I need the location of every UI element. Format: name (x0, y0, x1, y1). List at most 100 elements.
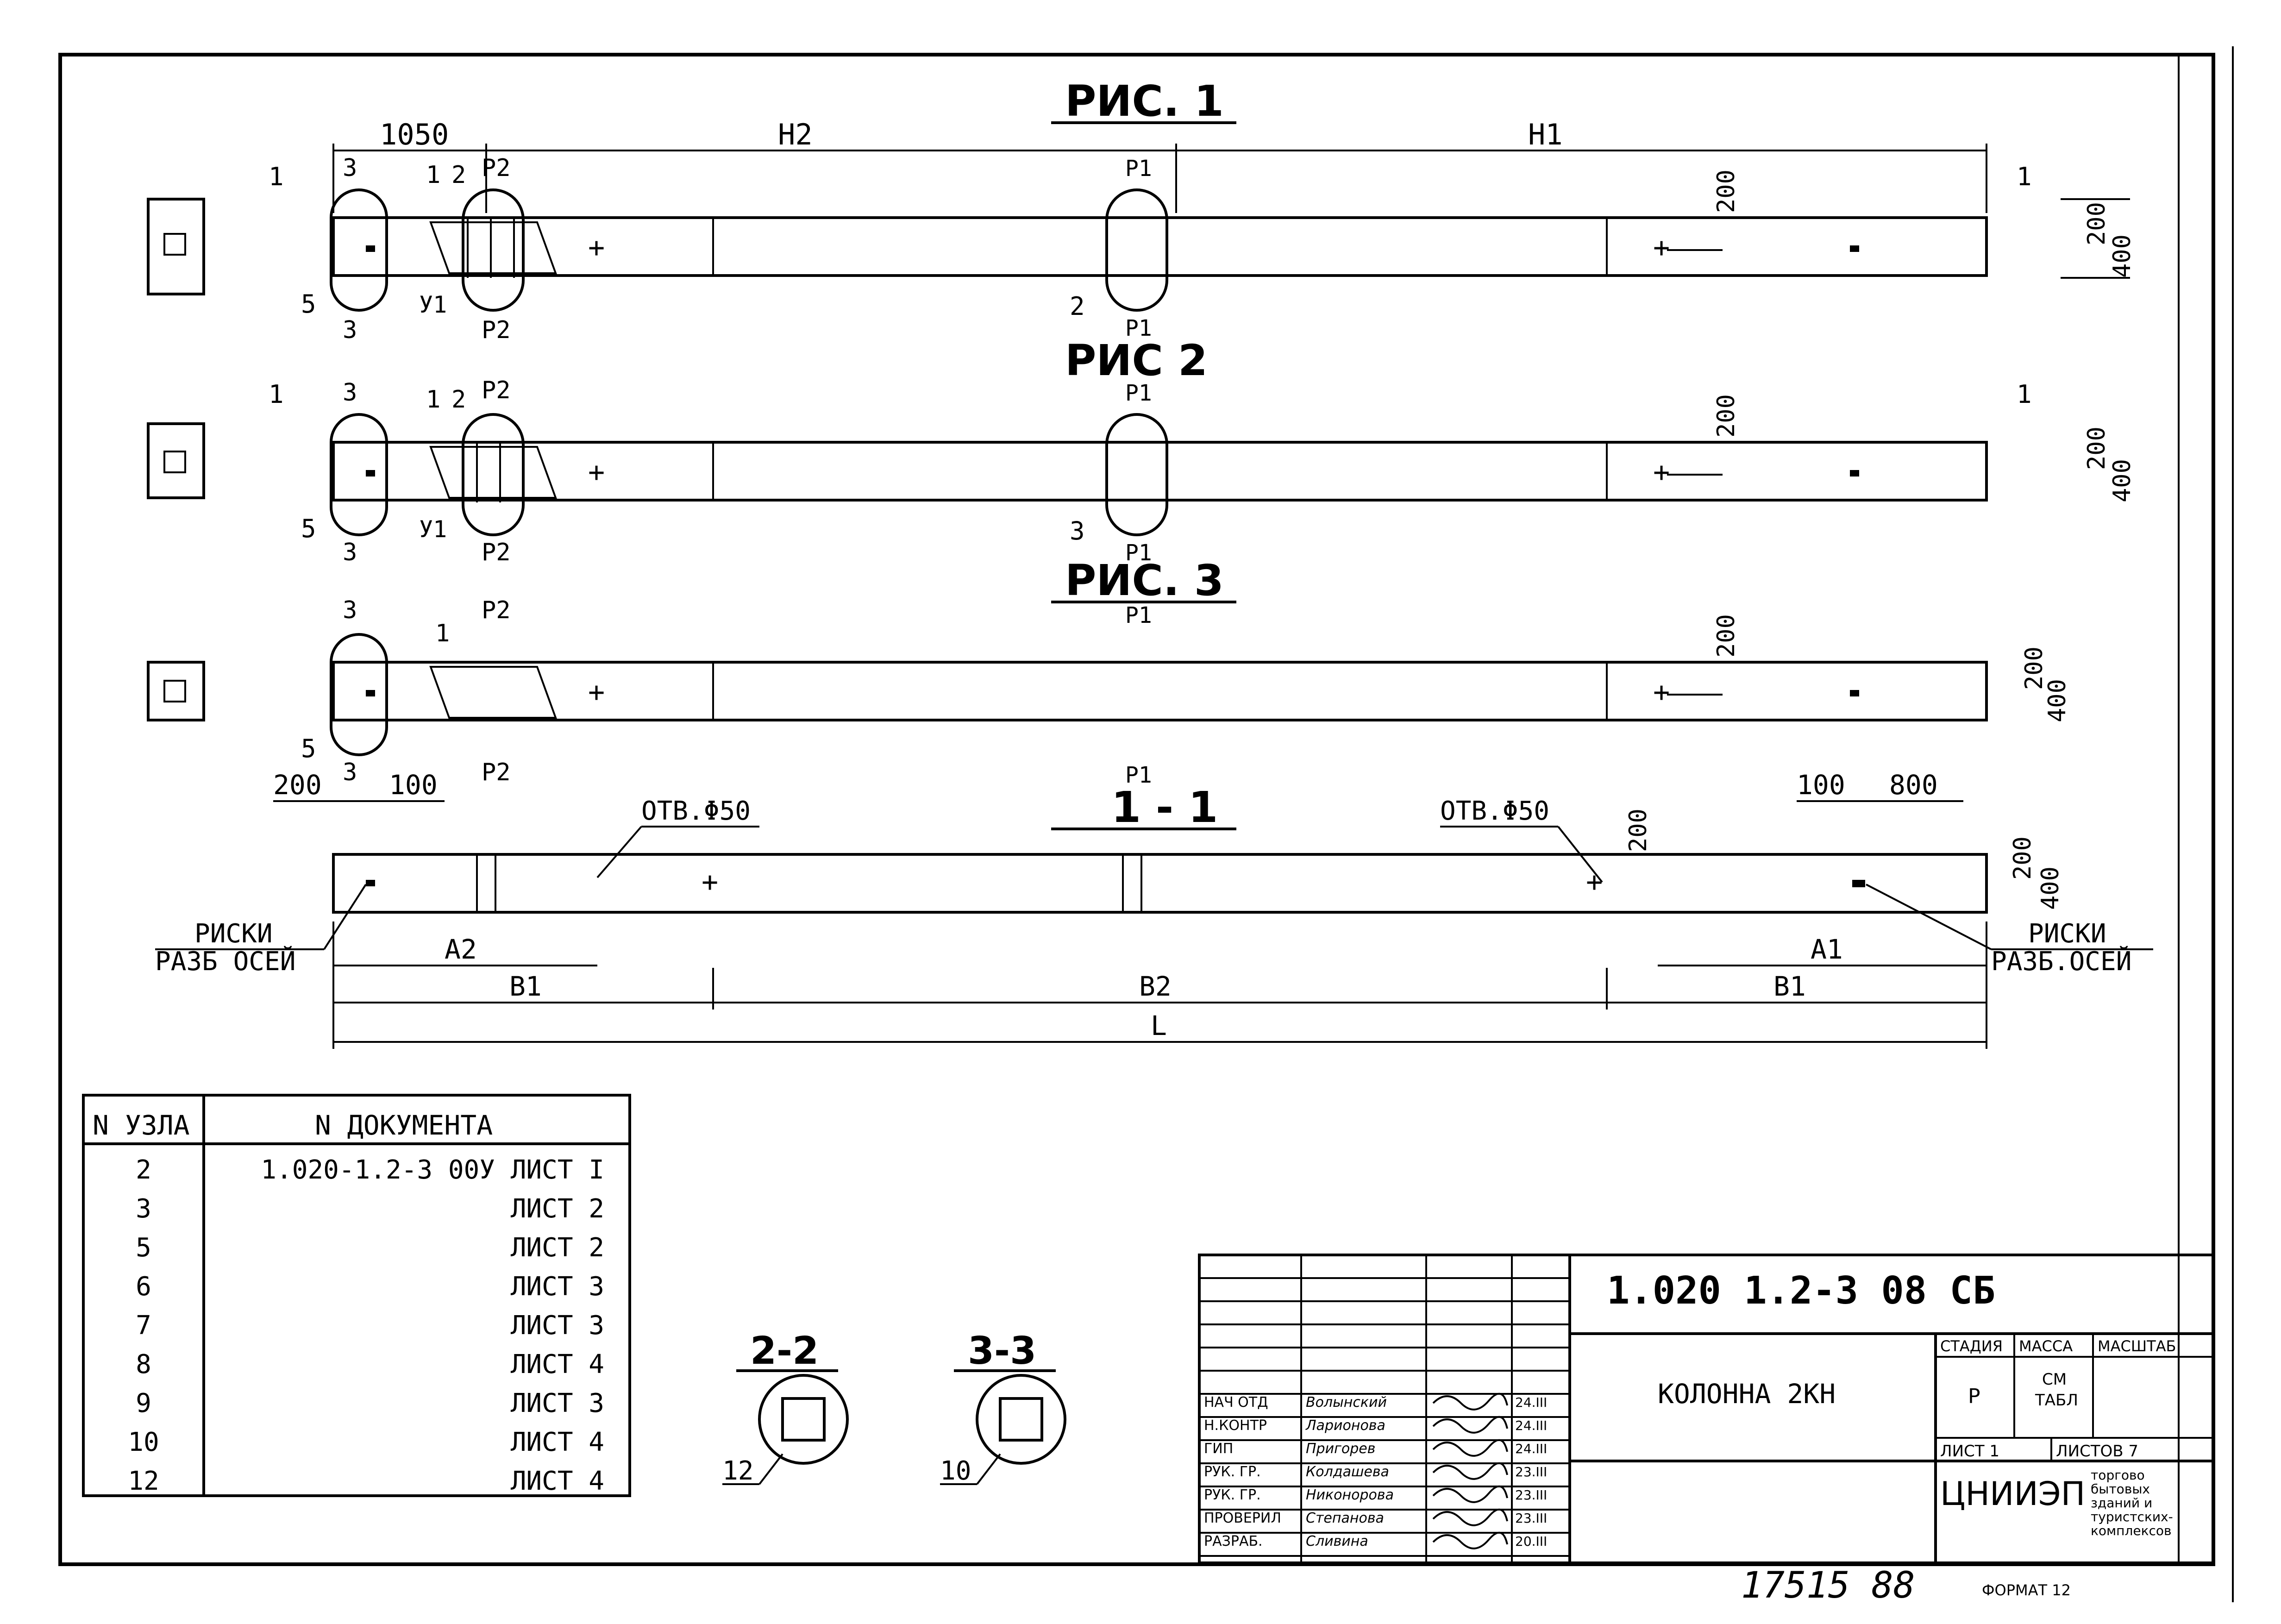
section-2-2-square (781, 1397, 826, 1442)
dim-b1-right: B1 (1773, 971, 1806, 1002)
fig3-axis-mark-left (366, 690, 375, 696)
fig1-cut-label-right: 1 (2017, 162, 2032, 191)
fig3-dim-200: 200 (1712, 614, 1740, 658)
fig2-dim-200-side: 200 (2083, 426, 2111, 470)
tb-code: 1.020 1.2-3 08 СБ (1607, 1269, 1995, 1313)
section-3-3-circle (976, 1374, 1066, 1465)
footer-format: ФОРМАТ 12 (1982, 1581, 2071, 1599)
fig1-title: РИС. 1 (1065, 76, 1224, 126)
section-dim-800: 800 (1889, 769, 1938, 801)
fig1-section-icon-core (163, 233, 186, 256)
fig2-node-5-outline (330, 413, 388, 536)
tb-org-sub-5: комплексов (2091, 1523, 2172, 1538)
fig3-sec3-bot: 3 (343, 759, 357, 786)
otv-label-left: ОТВ.Φ50 (641, 796, 751, 826)
razb-label-right: РАЗБ.ОСЕЙ (1991, 946, 2131, 977)
node-table-doc: ЛИСТ 4 (511, 1427, 604, 1457)
fig3-hole-mark-left: + (588, 676, 605, 709)
node-table-node: 8 (136, 1349, 151, 1379)
tb-role: Н.КОНТР (1204, 1417, 1267, 1434)
section-dim-100-right: 100 (1797, 769, 1845, 801)
otv-leader-right (1557, 826, 1603, 883)
riski-leader-left (323, 884, 367, 950)
riski-label-right: РИСКИ (2028, 919, 2106, 949)
fig2-section-icon-core (163, 451, 186, 473)
otv-leader-left (596, 826, 642, 878)
tb-scale-h: МАСШТАБ (2098, 1337, 2176, 1355)
section-3-3-title: 3-3 (968, 1329, 1036, 1373)
tb-signature (1432, 1462, 1508, 1480)
node-table-doc: ЛИСТ 3 (511, 1310, 604, 1341)
tb-sheets: ЛИСТОВ 7 (2056, 1442, 2138, 1461)
tb-role: ПРОВЕРИЛ (1204, 1510, 1281, 1526)
section-1-1-title: 1 - 1 (1111, 783, 1218, 832)
tb-org-sub-1: торгово (2091, 1467, 2145, 1483)
fig2-node-3-outline (1105, 413, 1168, 536)
fig2-p2-bot: P2 (482, 539, 511, 566)
fig1-section-icon (147, 198, 205, 295)
section-3-3-leader (976, 1453, 1001, 1485)
dim-1050: 1050 (380, 118, 449, 151)
tb-role: РАЗРАБ. (1204, 1533, 1263, 1549)
node-table-doc: ЛИСТ 3 (511, 1272, 604, 1302)
tb-date: 24.III (1515, 1395, 1547, 1410)
node-table-doc: ЛИСТ 4 (511, 1466, 604, 1496)
fig3-p1-bot: P1 (1125, 762, 1152, 788)
section-dim-200-left: 200 (273, 769, 322, 801)
fig2-dim-200: 200 (1712, 394, 1740, 438)
node-table-node: 10 (128, 1427, 159, 1457)
fig1-hole-mark-right: + (1653, 232, 1670, 264)
fig1-dim-400-side: 400 (2108, 234, 2136, 278)
fig1-cut-label-left: 1 (269, 162, 284, 191)
fig2-p1-bot: P1 (1125, 540, 1152, 566)
fig2-y1-label: У1 (419, 516, 447, 543)
fig2-mark-2: 2 (451, 386, 466, 414)
tb-org-sub-3: зданий и (2091, 1495, 2152, 1511)
fig1-mark-2: 2 (451, 161, 466, 189)
tb-name: КОЛОННА 2КН (1658, 1378, 1836, 1410)
fig2-p1-top: P1 (1125, 380, 1152, 406)
dim-b1-left: B1 (509, 971, 542, 1002)
fig2-mark-1: 1 (426, 386, 440, 414)
otv-label-right: ОТВ.Φ50 (1440, 796, 1549, 826)
fig3-node-5-outline (330, 633, 388, 756)
tb-date: 24.III (1515, 1441, 1547, 1456)
fig2-bracket (429, 446, 557, 499)
tb-person-name: Степанова (1306, 1510, 1384, 1526)
dim-a2: A2 (445, 934, 477, 965)
sheet-frame (58, 53, 2215, 1566)
fig3-dim-400-side: 400 (2043, 679, 2071, 722)
section-dim-400-side: 400 (2037, 866, 2064, 910)
fig2-p2-top: P2 (482, 376, 511, 404)
fig2-node-3-label: 3 (1070, 516, 1085, 546)
section-2-2-circle (758, 1374, 849, 1465)
fig3-p2-bot: P2 (482, 759, 511, 786)
fig2-hole-mark-right: + (1653, 456, 1670, 489)
node-table-doc: ЛИСТ 3 (511, 1388, 604, 1418)
node-table-doc: ЛИСТ 4 (511, 1349, 604, 1379)
tb-org-sub-4: туристских- (2091, 1509, 2173, 1524)
fig1-node-2-outline (1105, 188, 1168, 312)
node-table-node: 3 (136, 1194, 151, 1224)
fig1-axis-mark (1850, 245, 1859, 252)
tb-signature (1432, 1416, 1508, 1434)
fig3-p2-top: P2 (482, 596, 511, 624)
fig1-p1-top: P1 (1125, 156, 1152, 182)
razb-label-left: РАЗБ ОСЕЙ (155, 946, 295, 977)
dim-l: L (1151, 1010, 1167, 1041)
fig2-node-1-outline (462, 413, 525, 536)
section-2-2-title: 2-2 (750, 1329, 819, 1373)
node-table-col2: N ДОКУМЕНТА (315, 1110, 493, 1141)
tb-stage: Р (1968, 1385, 1980, 1408)
tb-org: ЦНИИЭП (1940, 1475, 2085, 1513)
tb-person-name: Колдашева (1306, 1464, 1389, 1480)
tb-mass-2: ТАБЛ (2035, 1391, 2078, 1410)
tb-role: НАЧ ОТД (1204, 1394, 1268, 1411)
fig3-hole-mark-right: + (1653, 676, 1670, 709)
section-2-2-node: 12 (722, 1456, 753, 1486)
fig1-column-body (332, 216, 1988, 277)
fig3-section-icon (147, 661, 205, 721)
tb-row-rules (1199, 1277, 1570, 1557)
node-table-doc: ЛИСТ 2 (511, 1194, 604, 1224)
